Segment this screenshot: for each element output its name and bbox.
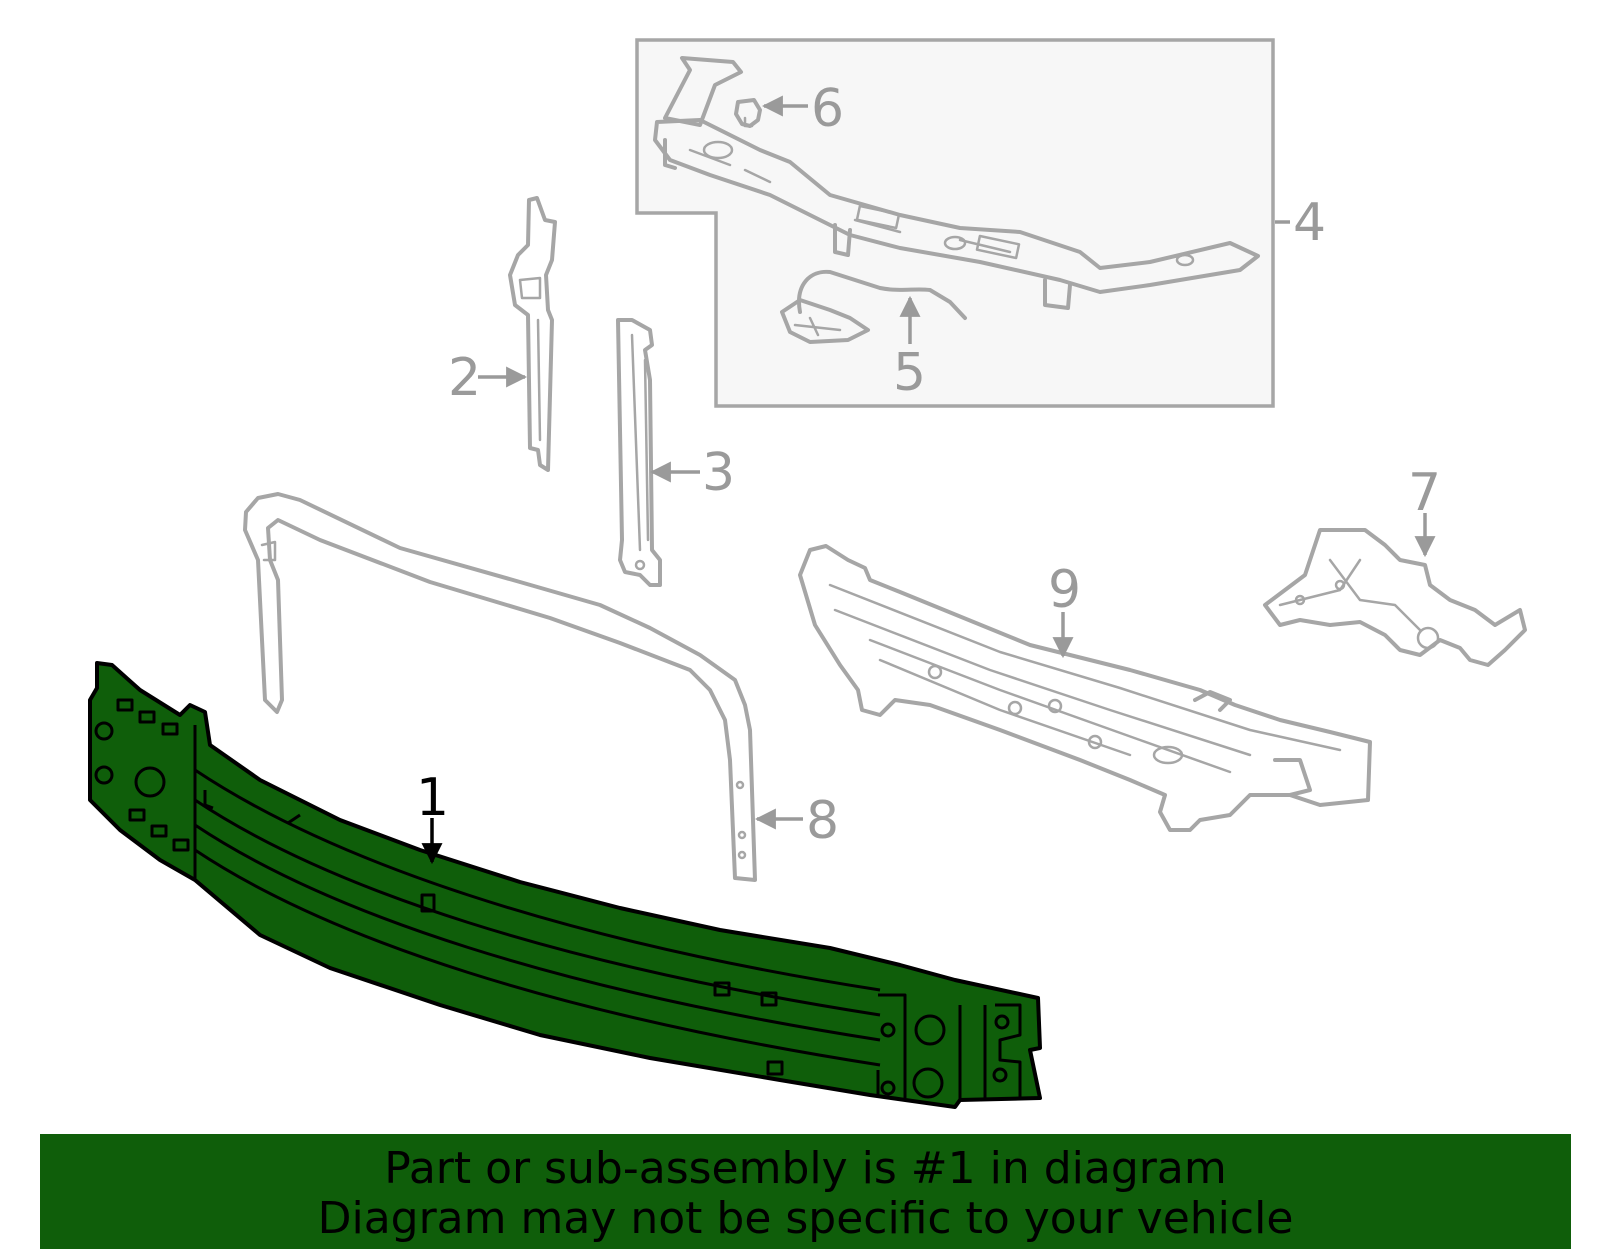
callout-9: 9 xyxy=(1048,560,1081,659)
callout-5-label: 5 xyxy=(893,343,926,403)
callout-7: 7 xyxy=(1408,463,1441,558)
footer-banner: Part or sub-assembly is #1 in diagram Di… xyxy=(40,1134,1571,1249)
callout-2-label: 2 xyxy=(448,348,481,408)
callout-2: 2 xyxy=(448,348,528,408)
part-1-bumper-reinforcement[interactable] xyxy=(88,661,1042,1109)
callout-6-label: 6 xyxy=(811,79,844,139)
callout-8: 8 xyxy=(754,791,839,851)
callout-8-label: 8 xyxy=(806,791,839,851)
callout-6: 6 xyxy=(761,79,844,139)
part-5-harness[interactable] xyxy=(780,269,967,344)
subassembly-box-4 xyxy=(635,38,1275,408)
part-2-bracket[interactable] xyxy=(508,196,557,472)
callout-3-label: 3 xyxy=(702,443,735,503)
part-4-upper-tie-bar[interactable] xyxy=(653,56,1260,310)
callout-1: 1 xyxy=(416,768,449,865)
callout-4-label: 4 xyxy=(1293,193,1326,253)
part-7-bracket[interactable] xyxy=(1263,528,1527,667)
part-3-bracket[interactable] xyxy=(616,318,662,587)
callout-7-label: 7 xyxy=(1408,463,1441,523)
part-6-nut[interactable] xyxy=(734,98,762,128)
callout-4: 4 xyxy=(1275,193,1326,253)
callout-3: 3 xyxy=(649,443,735,503)
footer-line-2: Diagram may not be specific to your vehi… xyxy=(317,1193,1294,1244)
part-8-frame[interactable] xyxy=(243,492,757,882)
part-9-absorber[interactable] xyxy=(798,544,1372,832)
callout-5: 5 xyxy=(893,295,926,403)
footer-line-1: Part or sub-assembly is #1 in diagram xyxy=(384,1143,1227,1194)
callout-1-label: 1 xyxy=(416,768,449,828)
callout-9-label: 9 xyxy=(1048,560,1081,620)
